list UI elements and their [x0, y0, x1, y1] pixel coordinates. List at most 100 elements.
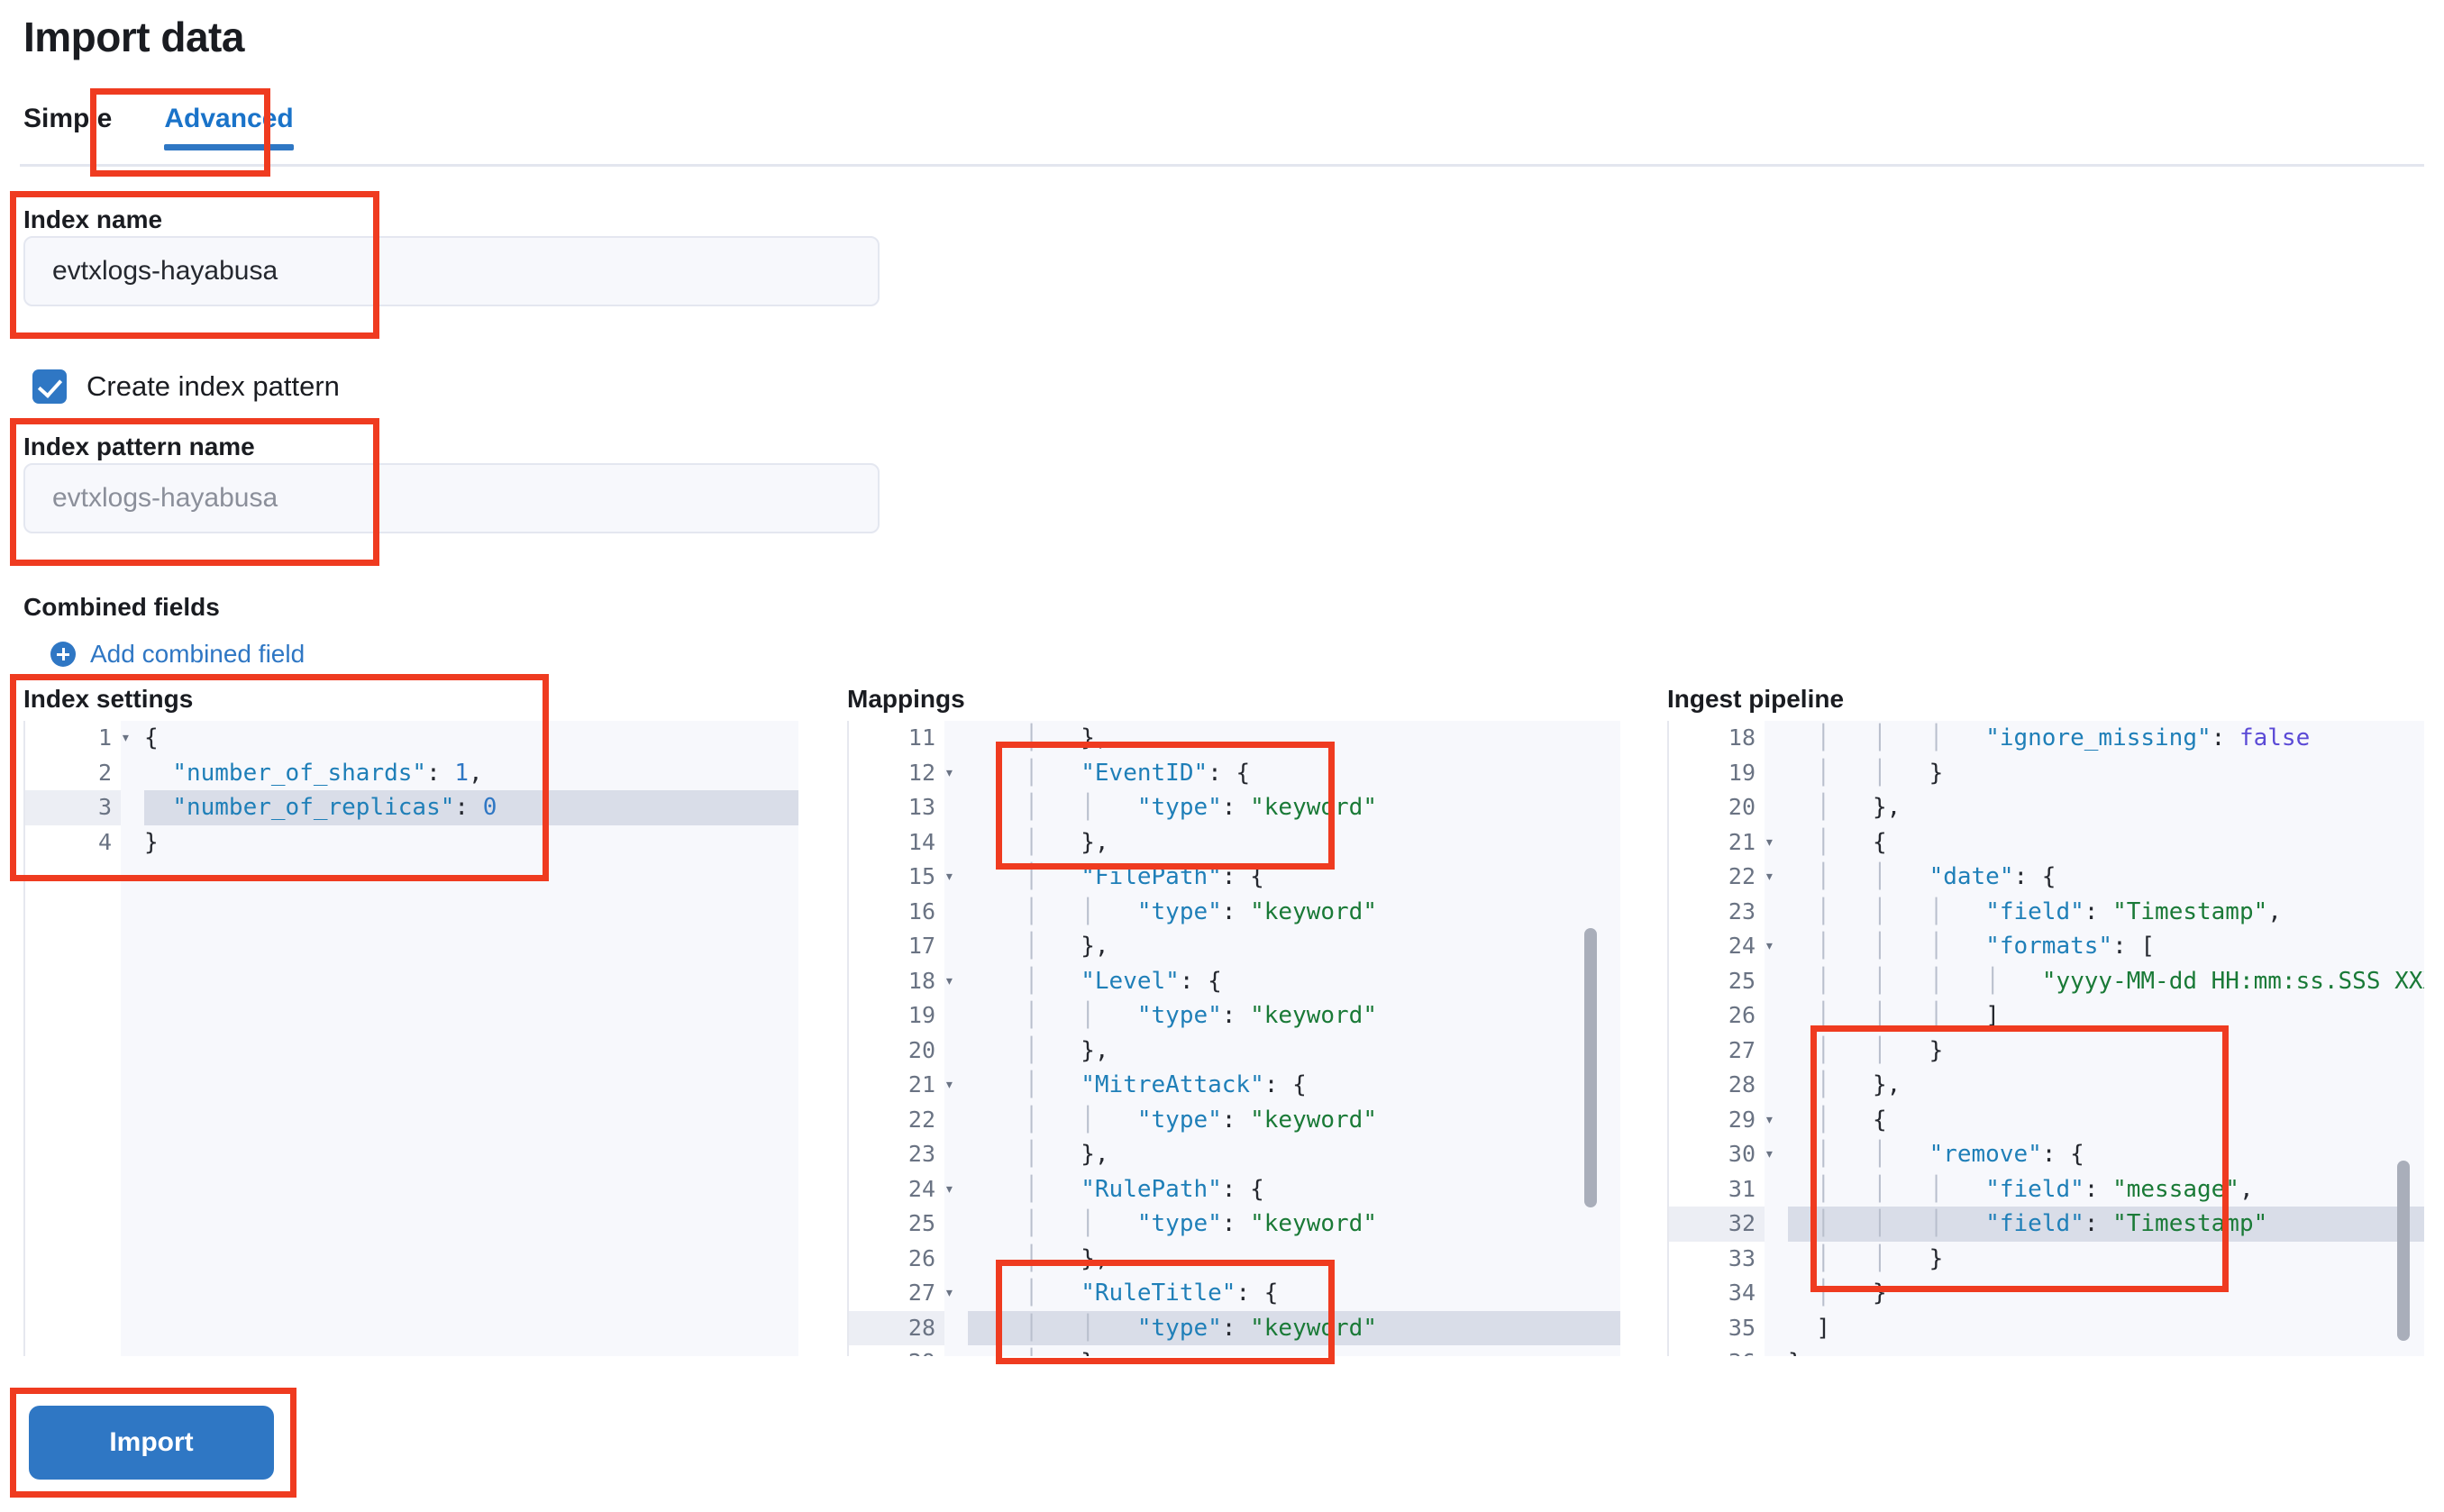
tab-advanced[interactable]: Advanced	[135, 104, 320, 150]
code-line[interactable]: │ },	[1024, 1036, 1109, 1064]
line-number: 16	[907, 897, 935, 925]
line-number: 28	[849, 1310, 944, 1345]
code-line[interactable]: │ },	[1816, 1071, 1901, 1098]
code-line[interactable]: "number_of_replicas": 0	[144, 790, 798, 825]
index-name-label: Index name	[23, 205, 163, 233]
code-line[interactable]: │ │ "remove": {	[1816, 1141, 2084, 1168]
code-line[interactable]: }	[144, 828, 159, 856]
code-line[interactable]: │ │ │ "field": "message",	[1816, 1175, 2254, 1203]
code-line[interactable]: │ │ "type": "keyword"	[1024, 1002, 1377, 1029]
line-number: 26	[1728, 1002, 1755, 1028]
ingest-pipeline-scrollbar[interactable]	[2397, 1161, 2410, 1341]
code-line[interactable]: │ │ "type": "keyword"	[1024, 1210, 1377, 1237]
mappings-code[interactable]: │ }, │ "EventID": { │ │ "type": "keyword…	[968, 721, 1620, 1356]
code-line[interactable]: │ "RuleTitle": {	[1024, 1280, 1279, 1307]
line-number: 24▾	[1669, 929, 1774, 964]
fold-chevron-down-icon[interactable]: ▾	[1765, 1144, 1774, 1163]
code-line[interactable]: │ │ "type": "keyword"	[968, 1310, 1620, 1345]
fold-chevron-down-icon[interactable]: ▾	[944, 867, 954, 886]
code-line[interactable]: │ "RulePath": {	[1024, 1175, 1264, 1203]
code-line[interactable]: │ },	[968, 1345, 1620, 1356]
code-line[interactable]: │ │ │ "ignore_missing": false	[1816, 724, 2311, 751]
code-line[interactable]: │ │ "type": "keyword"	[1024, 1106, 1377, 1134]
ingest-pipeline-code[interactable]: │ │ │ "ignore_missing": false │ │ } │ },…	[1788, 721, 2424, 1356]
line-number: 11	[907, 724, 935, 751]
line-number: 26	[907, 1244, 935, 1271]
code-line[interactable]: │ },	[1024, 1141, 1109, 1168]
index-pattern-name-input[interactable]: evtxlogs-hayabusa	[23, 463, 880, 533]
line-number: 3	[25, 790, 121, 825]
code-line[interactable]: │ "EventID": {	[1024, 759, 1251, 787]
line-number: 28	[1728, 1071, 1755, 1098]
page-title: Import data	[23, 14, 244, 60]
code-line[interactable]: ]	[1816, 1314, 1830, 1342]
line-number: 13	[907, 794, 935, 820]
code-line[interactable]: │ {	[1816, 828, 1887, 856]
code-line[interactable]: │ │ │ ]	[1816, 1002, 2000, 1029]
fold-chevron-down-icon[interactable]: ▾	[944, 970, 954, 990]
code-line[interactable]: │ │ "type": "keyword"	[1024, 897, 1377, 925]
line-number: 35	[1728, 1314, 1755, 1341]
create-index-pattern-checkbox[interactable]	[32, 369, 67, 404]
tab-simple[interactable]: Simple	[23, 104, 113, 133]
fold-chevron-down-icon[interactable]: ▾	[1765, 1109, 1774, 1129]
fold-chevron-down-icon[interactable]: ▾	[944, 1075, 954, 1094]
import-button[interactable]: Import	[29, 1406, 274, 1480]
fold-chevron-down-icon[interactable]: ▾	[1765, 832, 1774, 852]
code-line[interactable]: │ "FilePath": {	[1024, 863, 1264, 890]
fold-chevron-down-icon[interactable]: ▾	[944, 762, 954, 782]
create-index-pattern-row[interactable]: Create index pattern	[32, 369, 340, 404]
code-line[interactable]: │ },	[1024, 933, 1109, 960]
code-line[interactable]: │ │ │ "field": "Timestamp",	[1816, 897, 2282, 925]
code-line[interactable]: │ },	[1024, 828, 1109, 856]
code-line[interactable]: │ "MitreAttack": {	[1024, 1071, 1307, 1098]
line-number: 21▾	[849, 1068, 954, 1103]
code-line[interactable]: │ "Level": {	[1024, 967, 1222, 995]
code-line[interactable]: │ {	[1816, 1106, 1887, 1134]
code-line[interactable]: │ │ │ "formats": [	[1816, 933, 2156, 960]
code-line[interactable]: │ │ "type": "keyword"	[1024, 794, 1377, 821]
line-number: 18	[1728, 724, 1755, 751]
ingest-pipeline-title: Ingest pipeline	[1667, 685, 1845, 713]
line-number: 19	[1728, 759, 1755, 786]
code-line[interactable]: │ },	[1816, 794, 1901, 821]
code-line[interactable]: {	[144, 724, 159, 751]
line-number: 22▾	[1669, 860, 1774, 895]
line-number: 33	[1728, 1244, 1755, 1271]
index-settings-code[interactable]: { "number_of_shards": 1, "number_of_repl…	[144, 721, 798, 1356]
add-combined-field-label: Add combined field	[90, 640, 306, 668]
add-combined-field-link[interactable]: Add combined field	[50, 640, 305, 669]
code-line[interactable]: }	[1788, 1345, 2424, 1356]
fold-chevron-down-icon[interactable]: ▾	[1765, 867, 1774, 886]
index-name-input[interactable]: evtxlogs-hayabusa	[23, 236, 880, 306]
line-number: 12▾	[849, 756, 954, 791]
line-number: 25	[907, 1210, 935, 1236]
code-line[interactable]: │ │ }	[1816, 1244, 1944, 1272]
line-number: 21▾	[1669, 825, 1774, 861]
mappings-scrollbar[interactable]	[1584, 928, 1597, 1207]
fold-chevron-down-icon[interactable]: ▾	[944, 1179, 954, 1198]
fold-chevron-down-icon[interactable]: ▾	[121, 728, 131, 747]
code-line[interactable]: │ }	[1816, 1280, 1887, 1307]
code-line[interactable]: │ },	[1024, 1244, 1109, 1272]
code-line[interactable]: │ │ }	[1816, 759, 1944, 787]
line-number: 27	[1728, 1036, 1755, 1063]
fold-chevron-down-icon[interactable]: ▾	[1765, 936, 1774, 955]
line-number: 18▾	[849, 964, 954, 999]
code-line[interactable]: │ │ │ │ "yyyy-MM-dd HH:mm:ss.SSS XXX"	[1816, 967, 2424, 995]
line-number: 20	[907, 1036, 935, 1063]
code-line[interactable]: │ │ }	[1816, 1036, 1944, 1064]
code-line[interactable]: │ │ "date": {	[1816, 863, 2056, 890]
mappings-title: Mappings	[847, 685, 965, 713]
index-pattern-name-label: Index pattern name	[23, 433, 255, 460]
fold-chevron-down-icon[interactable]: ▾	[944, 1283, 954, 1302]
code-line[interactable]: "number_of_shards": 1,	[172, 759, 483, 787]
code-line[interactable]: │ },	[1024, 724, 1109, 751]
code-line[interactable]: │ │ │ "field": "Timestamp"	[1788, 1207, 2424, 1242]
